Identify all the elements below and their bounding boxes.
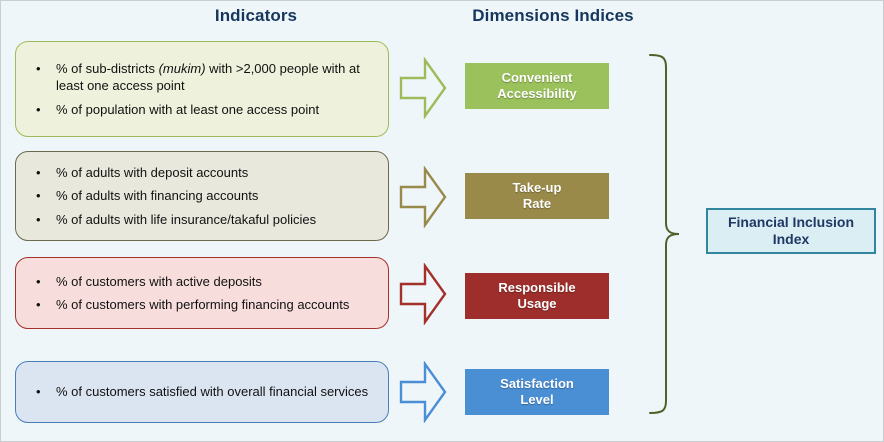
list-item: • % of customers with active deposits [28, 273, 374, 290]
bullet-text-pre: % of customers with active deposits [56, 273, 262, 289]
dimension-index-responsible-usage: Responsible Usage [465, 273, 609, 319]
bullet-icon: • [36, 61, 41, 77]
bullet-text-post: with >2,000 people with at least one acc… [56, 61, 360, 94]
page-title-indicators: Indicators [214, 6, 298, 25]
list-item: • % of customers with performing financin… [28, 296, 374, 313]
indicator-list: • % of sub-districts (mukim) with >2,000 … [28, 54, 374, 123]
list-item: • % of adults with life insurance/takaful… [28, 211, 374, 228]
dimension-label-line1: Responsible [498, 279, 576, 295]
indicator-group-satisfaction-level: • % of customers satisfied with overall f… [15, 361, 389, 423]
dimension-label-line1: Satisfaction [500, 375, 574, 391]
bullet-text-pre: % of adults with deposit accounts [56, 165, 249, 181]
financial-inclusion-index-box: Financial Inclusion Index [706, 208, 876, 254]
dimension-label-line1: Convenient [501, 69, 573, 85]
dimension-label: Take-up Rate [513, 180, 562, 213]
indicator-group-take-up-rate: • % of adults with deposit accounts • % of… [15, 151, 389, 241]
indicator-list: • % of customers satisfied with overall f… [28, 377, 374, 406]
index-label: Financial Inclusion Index [728, 214, 854, 249]
dimension-label-line2: Rate [522, 196, 552, 211]
bullet-icon: • [36, 188, 41, 204]
indicator-group-convenient-accessibility: • % of sub-districts (mukim) with >2,000 … [15, 41, 389, 137]
bullet-icon: • [36, 211, 41, 227]
index-label-line2: Index [772, 231, 810, 247]
dimension-label-line2: Usage [517, 296, 557, 311]
list-item: • % of adults with deposit accounts [28, 164, 374, 181]
dimension-index-take-up-rate: Take-up Rate [465, 173, 609, 219]
indicator-group-responsible-usage: • % of customers with active deposits • % … [15, 257, 389, 329]
dimension-index-convenient-accessibility: Convenient Accessibility [465, 63, 609, 109]
list-item: • % of customers satisfied with overall f… [28, 383, 374, 400]
dimension-label-line2: Level [520, 392, 554, 407]
bullet-text-pre: % of adults with financing accounts [56, 188, 259, 204]
page-title-dimensions-indices: Dimensions Indices [472, 6, 634, 25]
list-item: • % of population with at least one acces… [28, 101, 374, 118]
dimension-label: Responsible Usage [498, 280, 575, 313]
list-item: • % of adults with financing accounts [28, 187, 374, 204]
grouping-brace-icon [646, 51, 694, 417]
dimension-label-line2: Accessibility [497, 86, 577, 101]
dimension-label: Satisfaction Level [500, 376, 574, 409]
dimension-index-satisfaction-level: Satisfaction Level [465, 369, 609, 415]
bullet-icon: • [36, 165, 41, 181]
indicator-list: • % of customers with active deposits • % … [28, 267, 374, 319]
right-arrow-icon [398, 166, 448, 228]
right-arrow-icon [398, 361, 448, 423]
bullet-icon: • [36, 384, 41, 400]
dimension-label: Convenient Accessibility [497, 70, 577, 103]
bullet-icon: • [36, 101, 41, 117]
indicator-list: • % of adults with deposit accounts • % of… [28, 158, 374, 233]
bullet-text-pre: % of sub-districts [56, 61, 159, 77]
list-item: • % of sub-districts (mukim) with >2,000 … [28, 60, 374, 94]
index-label-line1: Financial Inclusion [727, 213, 855, 230]
dimension-label-line1: Take-up [512, 179, 562, 195]
right-arrow-icon [398, 57, 448, 119]
bullet-text-pre: % of adults with life insurance/takaful … [56, 211, 317, 227]
bullet-icon: • [36, 297, 41, 312]
bullet-text-pre: % of customers with performing financing… [56, 297, 350, 312]
bullet-text-pre: % of population with at least one access… [56, 101, 320, 117]
bullet-text-emphasis: (mukim) [158, 61, 206, 77]
bullet-icon: • [36, 273, 41, 289]
right-arrow-icon [398, 263, 448, 325]
bullet-text-pre: % of customers satisfied with overall fi… [56, 384, 369, 400]
